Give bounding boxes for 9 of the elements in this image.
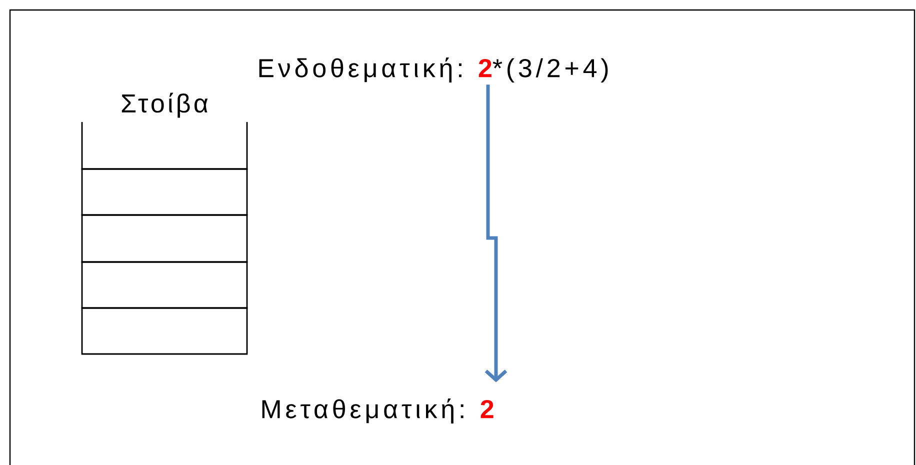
stack-cell [81, 122, 248, 170]
stack-label: Στοίβα [122, 92, 208, 118]
arrow [484, 84, 508, 382]
stack-cell [81, 261, 248, 309]
expression-text: Ενδοθεματική: 2*(3/2+4) [259, 58, 608, 82]
expression-text: Μεταθεματική: 2 [262, 398, 494, 424]
stack-cell [81, 307, 248, 355]
stack-cell [81, 168, 248, 216]
stack-cell [81, 214, 248, 263]
